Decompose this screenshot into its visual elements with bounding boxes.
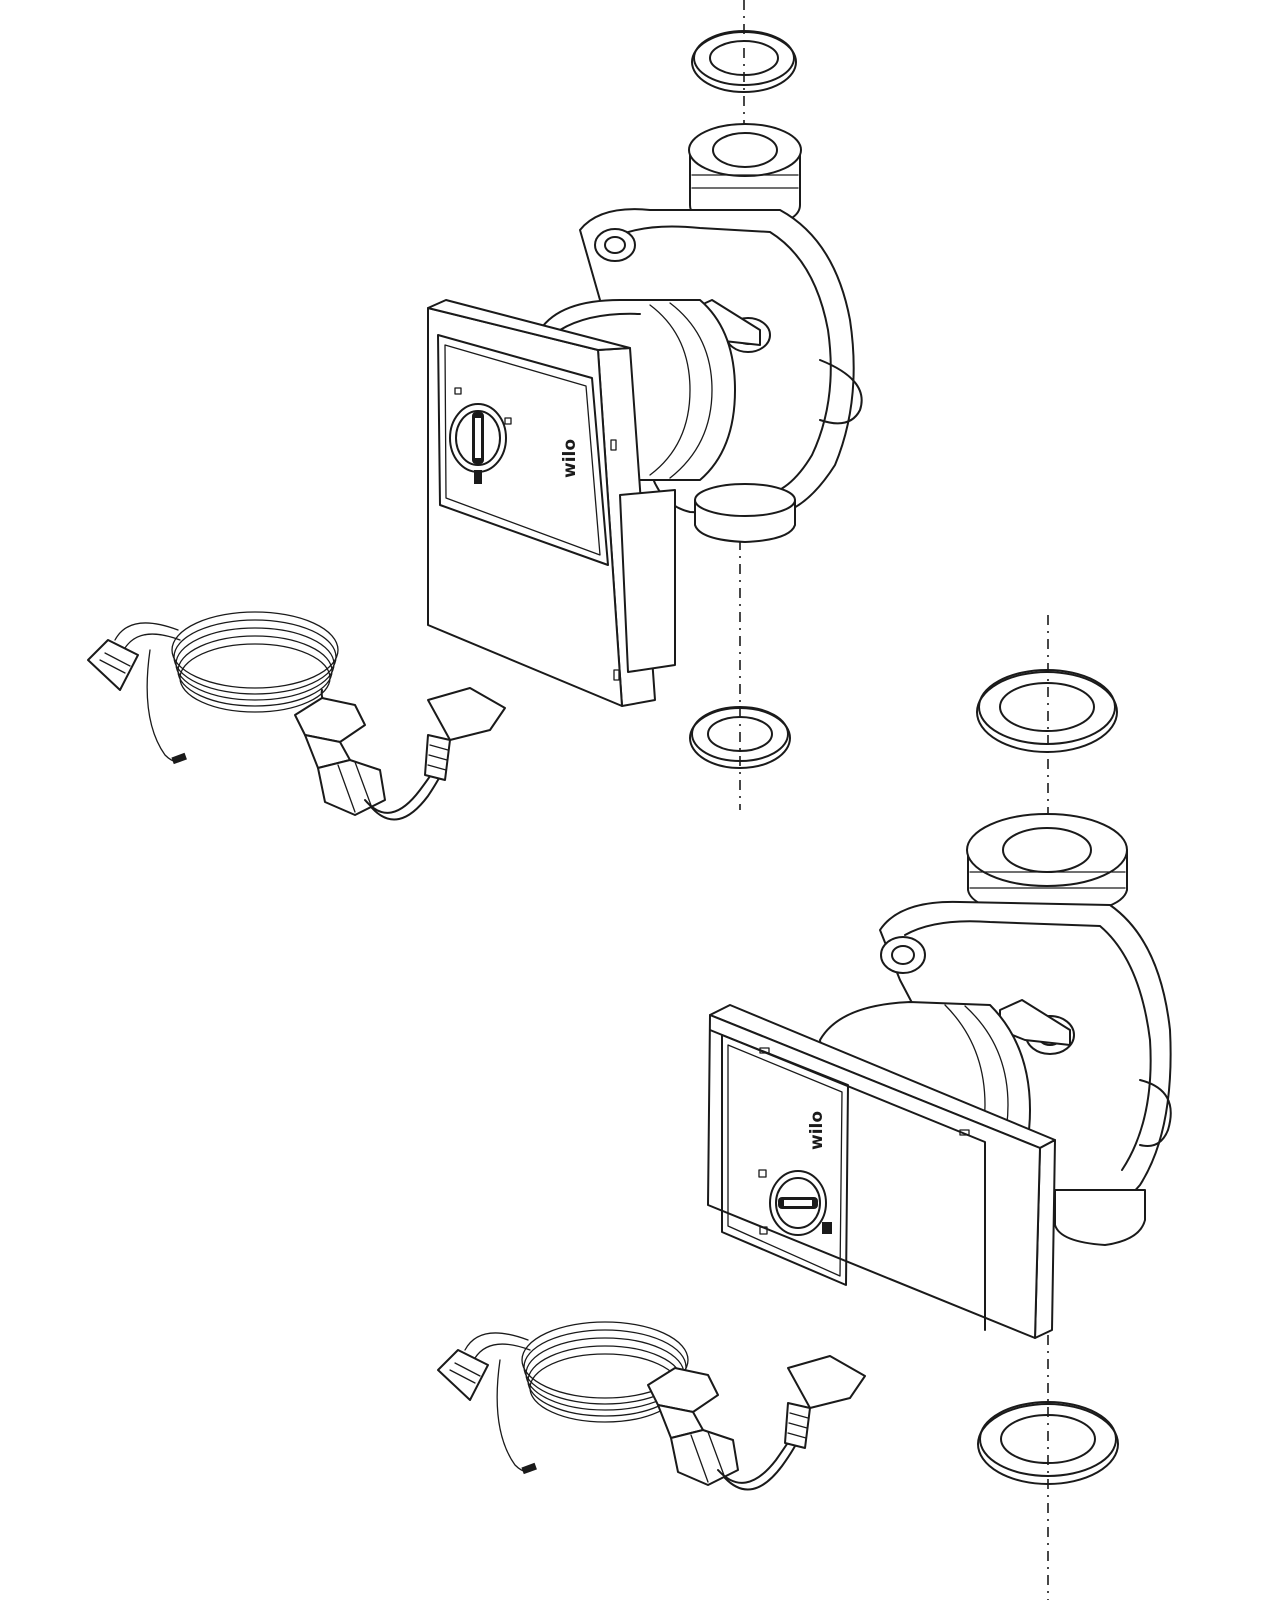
lower-sensor-tip	[521, 1462, 537, 1475]
upper-sensor-tip	[171, 752, 187, 765]
lower-pump-assembly: wilo	[437, 615, 1172, 1600]
upper-control-module: wilo	[427, 299, 676, 707]
upper-sensor-cable	[87, 611, 339, 765]
upper-brand-label: wilo	[560, 439, 580, 478]
upper-signal-connector	[424, 687, 506, 781]
lower-brand-label: wilo	[807, 1111, 827, 1150]
lower-plug-connector	[437, 1349, 489, 1401]
lower-signal-connector	[784, 1355, 866, 1449]
lower-control-module: wilo	[707, 1004, 1056, 1339]
upper-plug-connector	[87, 639, 139, 691]
lower-cable-gland	[647, 1355, 866, 1491]
lower-sensor-cable	[437, 1321, 689, 1475]
upper-cable-gland	[294, 687, 506, 821]
lower-top-gasket	[976, 669, 1118, 753]
upper-top-gasket	[691, 30, 797, 93]
lower-bottom-gasket	[977, 1401, 1119, 1485]
upper-pump-assembly: wilo	[87, 0, 863, 821]
lower-pump-housing	[879, 813, 1172, 1246]
upper-bottom-gasket	[689, 706, 791, 769]
